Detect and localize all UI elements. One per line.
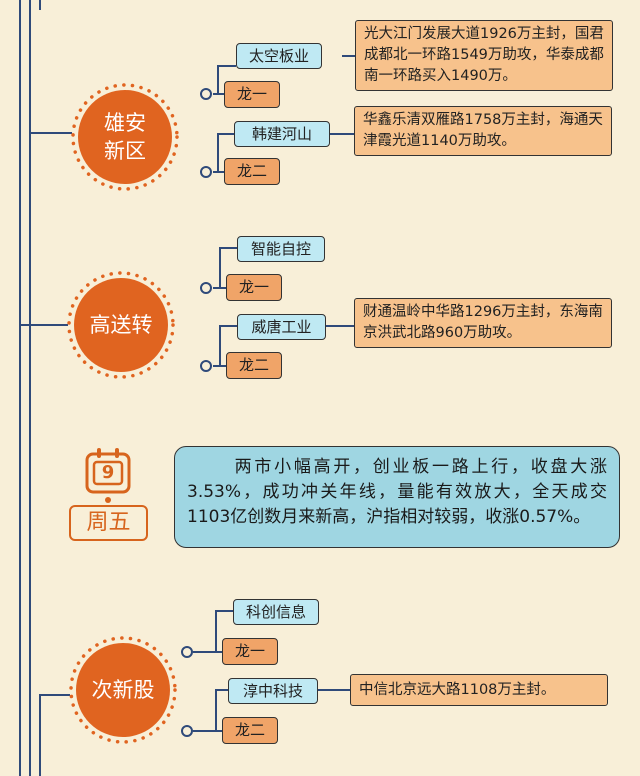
- capital-note: 财通温岭中华路1296万主封，东海南京洪武北路960万助攻。: [354, 298, 612, 348]
- hub-label: 高送转: [74, 278, 168, 372]
- stock-tag-taikong: 太空板业: [236, 43, 322, 69]
- stock-tag-chunzhong: 淳中科技: [228, 678, 318, 704]
- weekday-badge: 周五: [69, 505, 148, 541]
- calendar-icon: 9: [85, 446, 131, 494]
- rank-badge: 龙一: [222, 638, 278, 665]
- rank-badge: 龙二: [224, 158, 280, 185]
- capital-note: 光大江门发展大道1926万主封，国君成都北一环路1549万助攻，华泰成都南一环路…: [355, 20, 613, 91]
- stock-tag-zhineng: 智能自控: [237, 236, 325, 262]
- hub-circle-gaosongzhuan: 高送转: [66, 270, 176, 380]
- rank-badge: 龙二: [222, 717, 278, 744]
- calendar-connector-dot: [105, 497, 111, 503]
- capital-note: 华鑫乐清双雁路1758万主封，海通天津霞光道1140万助攻。: [354, 106, 612, 156]
- rank-badge: 龙一: [224, 81, 280, 108]
- stock-tag-kechuang: 科创信息: [233, 599, 319, 625]
- hub-label: 次新股: [76, 643, 170, 737]
- rank-badge: 龙一: [226, 274, 282, 301]
- market-summary: 两市小幅高开，创业板一路上行，收盘大涨3.53%，成功冲关年线，量能有效放大，全…: [174, 446, 620, 548]
- capital-note: 中信北京远大路1108万主封。: [350, 674, 608, 706]
- stock-tag-weitang: 威唐工业: [237, 314, 326, 340]
- rank-badge: 龙二: [226, 352, 282, 379]
- hub-label: 雄安 新区: [78, 90, 172, 184]
- stock-tag-hanjian: 韩建河山: [234, 121, 330, 147]
- calendar-date: 9: [101, 462, 115, 483]
- hub-circle-cixingu: 次新股: [68, 635, 178, 745]
- hub-circle-xiongan: 雄安 新区: [70, 82, 180, 192]
